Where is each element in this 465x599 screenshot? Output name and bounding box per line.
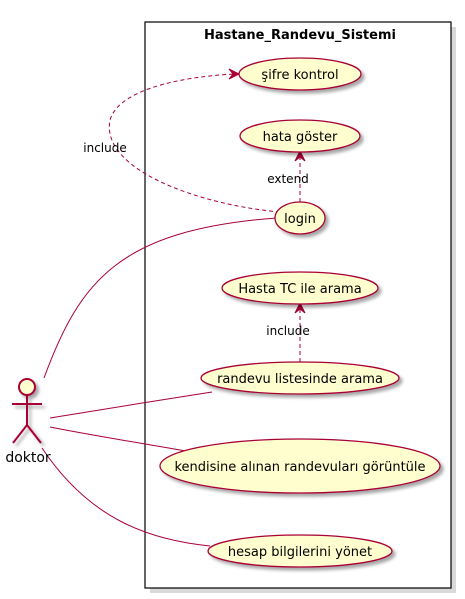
relation-include-login: include [83,68,281,213]
usecase-hesap-bilgileri-label: hesap bilgilerini yönet [228,545,372,560]
relation-include-randevu: include [266,301,310,362]
association-hesap [41,447,211,547]
usecase-randevu-listesi-label: randevu listesinde arama [217,372,383,387]
actor-label: doktor [5,450,51,466]
actor-associations [41,217,277,547]
association-login [43,217,277,379]
usecase-hasta-tc-arama-label: Hasta TC ile arama [238,282,361,297]
stick-figure-icon [12,378,42,444]
association-kendisine [49,426,187,452]
system-title: Hastane_Randevu_Sistemi [204,28,396,43]
usecase-login-label: login [284,212,316,227]
usecase-hata-goster-label: hata göster [263,130,338,145]
usecase-randevu-listesi[interactable] [200,361,400,395]
association-randevu-listesi [49,391,213,419]
include-label-login: include [83,141,126,155]
usecase-hasta-tc-arama[interactable] [221,271,379,305]
usecase-hata-goster[interactable] [239,119,361,153]
extend-label: extend [267,172,309,186]
usecase-sifre-kontrol[interactable] [238,57,362,91]
usecase-kendisine-alinan-label: kendisine alınan randevuları görüntüle [174,460,425,475]
usecase-kendisine-alinan[interactable] [159,438,441,494]
actor-doktor[interactable]: doktor [5,378,51,466]
usecase-sifre-kontrol-label: şifre kontrol [261,68,338,83]
usecase-login[interactable] [274,201,326,235]
relation-extend-hata: extend [267,149,309,202]
include-label-randevu: include [266,324,309,338]
usecase-hesap-bilgileri[interactable] [207,534,393,568]
